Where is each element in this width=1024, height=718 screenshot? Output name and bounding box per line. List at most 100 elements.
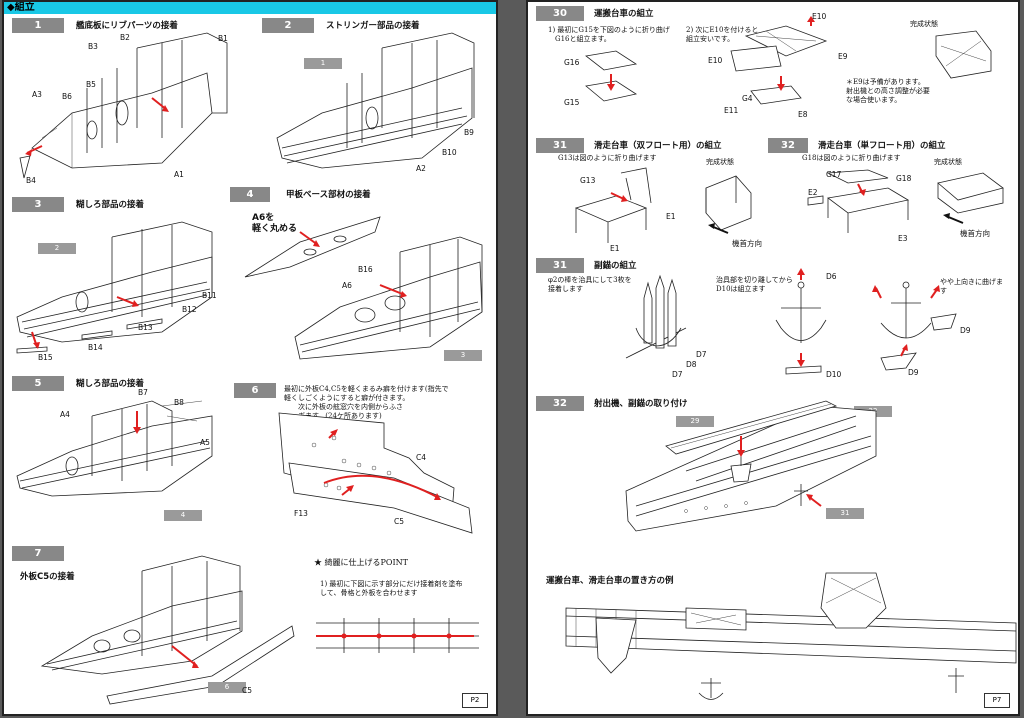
tip-text: 1) 最初に下図に示す部分にだけ接着剤を塗布 して、骨格と外板を合わせます [320,580,463,597]
part-label: G18 [896,174,912,183]
step-30: 30 運搬台車の組立 1) 最初にG15を下図のように折り曲げ G16と組立ます… [536,6,1016,126]
reference-tag: 2 [38,243,76,254]
step-number: 5 [12,376,64,391]
part-label: D9 [960,326,971,335]
part-label: B6 [62,92,72,101]
status-label: 完成状態 [910,20,938,28]
part-label: B7 [138,388,148,397]
hull-plating-diagram [278,412,473,534]
part-label: G15 [564,98,580,107]
part-label: B16 [358,265,373,274]
reference-tag: 31 [826,508,864,519]
part-label: D8 [686,360,697,369]
part-label: E2 [808,188,818,197]
step-title: 甲板ベース部材の接着 [286,190,371,200]
part-label: B13 [138,323,153,332]
part-label: D7 [696,350,707,359]
part-label: G16 [564,58,580,67]
step-3: 3 糊しろ部品の接着 2 B11 B12 B13 B14 B15 [12,197,242,367]
part-label: E11 [724,106,739,115]
reference-tag: 6 [208,682,246,693]
part-label: A1 [174,170,184,179]
reference-tag: 29 [676,416,714,427]
glue-points-diagram [316,618,479,653]
step-title: 副錨の組立 [594,261,637,271]
step-number: 7 [12,546,64,561]
step-number: 1 [12,18,64,33]
part-label: A2 [416,164,426,173]
part-label: B2 [120,33,130,42]
part-label: F13 [294,509,308,518]
hull-plate-c5-diagram [40,555,295,705]
part-label: E9 [838,52,848,61]
part-label: B15 [38,353,53,362]
placement-example: 運搬台車、滑走台車の置き方の例 [536,568,1017,708]
part-label: E3 [898,234,908,243]
step-note: ＊E9は予備があります。 射出機との高さ調整が必要 な場合使います。 [846,78,930,104]
reference-tag: 1 [304,58,342,69]
deck-base-diagram [244,216,483,360]
step-4: 4 甲板ベース部材の接着 A6を 軽く丸める 3 B16 A6 [230,187,492,367]
direction-label: 機首方向 [960,229,990,238]
part-label: A5 [200,438,210,447]
part-label: G17 [826,170,842,179]
callout-text: A6を 軽く丸める [252,213,298,234]
part-label: B11 [202,291,217,300]
step-number: 4 [230,187,270,202]
step-title: ストリンガー部品の接着 [326,21,420,31]
step-6: 6 最初に外板C4,C5を軽くまるみ癖を付けます(指先で 軽くしごくようにすると… [234,383,492,534]
page-number: P7 [984,693,1010,708]
part-label: B1 [218,34,228,43]
step-32-catapult: 32 射出機、副錨の取り付け 29 22 31 [536,396,1016,546]
assembly-tip: ★ 綺麗に仕上げるPOINT 1) 最初に下図に示す部分にだけ接着剤を塗布 して… [314,558,494,668]
step-note: 最初に外板C4,C5を軽くまるみ癖を付けます(指先で 軽くしごくようにすると癖が… [284,385,449,420]
step-title: 滑走台車（単フロート用）の組立 [818,141,946,151]
part-label: E1 [666,212,676,221]
part-label: G4 [742,94,753,103]
stringer-diagram [276,32,475,169]
step-note: 1) 最初にG15を下図のように折り曲げ G16と組立ます。 [548,26,670,43]
step-note: G18は図のように折り曲げます [802,154,901,162]
part-label: D10 [826,370,842,379]
part-label: C5 [394,517,405,526]
reference-tag: 3 [444,350,482,361]
part-label: E1 [610,244,620,253]
step-number: 31 [536,258,584,273]
step-title: 外板C5の接着 [20,572,75,582]
step-note: φ2の棒を治具にして3枚を 接着します [548,276,632,293]
direction-label: 機首方向 [732,239,762,248]
transport-cart-diagram [585,16,992,105]
step-note: G13は図のように折り曲げます [558,154,657,162]
page-number: P2 [462,693,488,708]
cart-placement-diagram [565,572,1017,700]
step-note: やや上向きに曲げま す [940,278,1003,295]
tip-title: ★ 綺麗に仕上げるPOINT [314,558,408,567]
part-label: C4 [416,453,427,462]
part-label: A3 [32,90,42,99]
status-label: 完成状態 [934,158,962,166]
step-number: 31 [536,138,584,153]
step-number: 32 [536,396,584,411]
left-manual-page: ◆組立 1 艦底板にリブパーツの接着 B1 B2 B3 B5 B6 A3 A1 … [2,0,498,716]
step-number: 30 [536,6,584,21]
part-label: A6 [342,281,352,290]
step-1: 1 艦底板にリブパーツの接着 B1 B2 B3 B5 B6 A3 A1 B4 [12,18,242,188]
step-title: 滑走台車（双フロート用）の組立 [594,141,722,151]
step-note: 2) 次にE10を付けると 組立安いです。 [686,26,759,43]
step-title: 運搬台車の組立 [594,9,654,19]
part-label: B14 [88,343,103,352]
single-float-cart-diagram [807,169,1004,233]
twin-float-cart-diagram [574,167,752,243]
step-note: 治具部を切り離してから D10は組立ます [716,276,793,293]
hull-bottom-ribs-diagram [19,32,228,179]
part-label: E10 [812,12,827,21]
catapult-mount-diagram [625,400,877,532]
section-header: ◆組立 [4,2,496,14]
glue-tab-diagram-2 [16,400,213,497]
step-5: 5 糊しろ部品の接着 4 A4 B7 B8 A5 [12,376,242,526]
step-number: 6 [234,383,276,398]
part-label: B9 [464,128,474,137]
glue-tab-diagram [16,221,213,354]
reference-tag: 4 [164,510,202,521]
right-manual-page: 30 運搬台車の組立 1) 最初にG15を下図のように折り曲げ G16と組立ます… [526,0,1020,716]
